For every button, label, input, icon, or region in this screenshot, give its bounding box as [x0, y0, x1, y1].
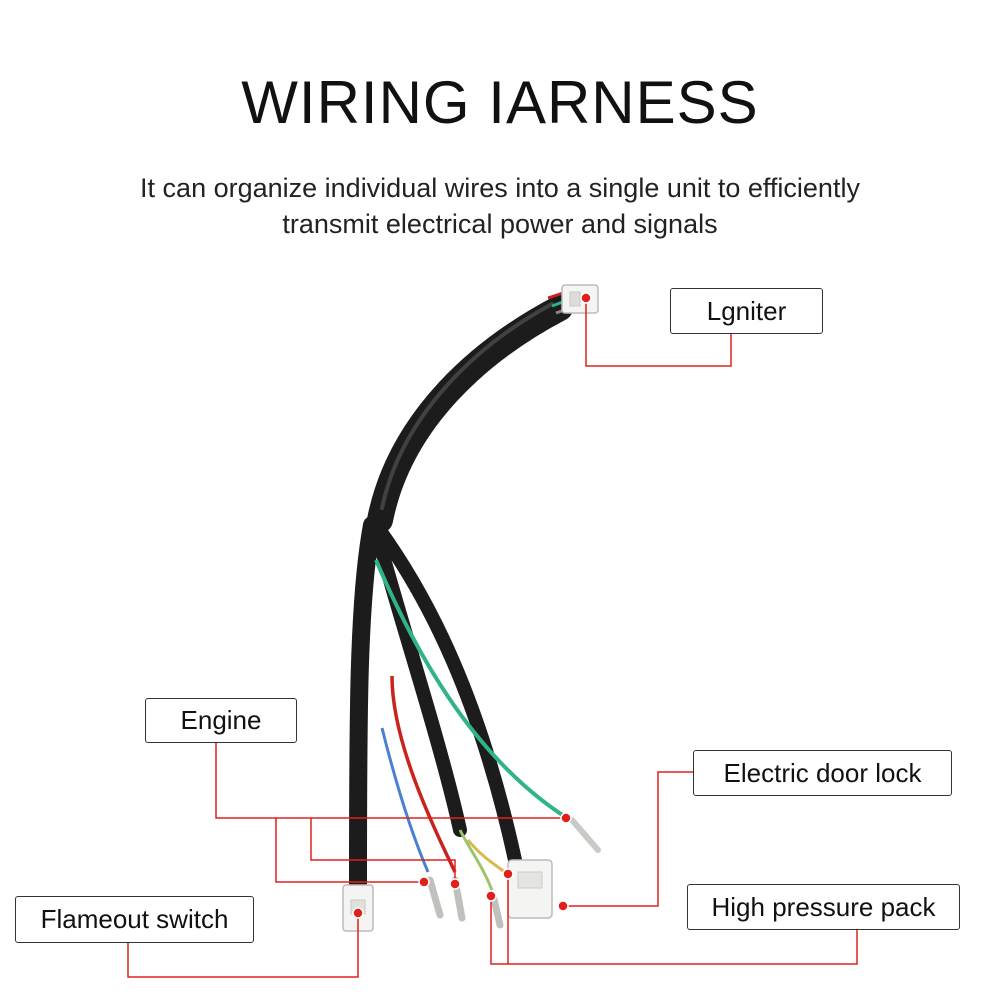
blue-wire: [380, 727, 430, 873]
subtitle-line-2: transmit electrical power and signals: [282, 209, 718, 239]
leader-igniter: [585, 298, 732, 367]
marker-red-terminal: [449, 878, 461, 890]
leader-engine-2: [275, 818, 424, 883]
label-high-pressure-pack: High pressure pack: [687, 884, 960, 930]
leader-lines: [127, 298, 858, 978]
yellow-wire: [466, 839, 506, 874]
main-sheath: [367, 295, 573, 533]
label-igniter: Lgniter: [670, 288, 823, 334]
marker-dots: [352, 292, 592, 919]
terminal-blue: [426, 876, 444, 919]
marker-blue-terminal: [418, 876, 430, 888]
high-pressure-connector-slot: [517, 871, 543, 889]
igniter-connector-slot: [569, 291, 581, 307]
page-subtitle: It can organize individual wires into a …: [80, 170, 920, 242]
green-wire: [374, 559, 577, 825]
label-engine: Engine: [145, 698, 297, 743]
label-flameout-switch: Flameout switch: [15, 896, 254, 943]
yellow-green-wire: [458, 829, 494, 891]
leader-door-lock: [563, 771, 693, 907]
flameout-branch-sheath: [349, 516, 381, 894]
leader-engine-3: [310, 818, 456, 884]
leader-flameout: [127, 913, 359, 978]
leader-engine-1: [215, 743, 566, 819]
right-branch-sheath: [371, 521, 522, 867]
marker-high-pressure-2: [502, 868, 514, 880]
page-title: WIRING IARNESS: [241, 69, 759, 136]
middle-branch-sheath: [369, 523, 467, 837]
marker-igniter: [580, 292, 592, 304]
label-electric-door-lock: Electric door lock: [693, 750, 952, 796]
green-wire-terminal: [569, 817, 601, 853]
main-sheath-highlight: [380, 302, 554, 510]
leader-high-pressure: [490, 896, 858, 965]
red-wire: [390, 675, 457, 873]
marker-high-pressure: [485, 890, 497, 902]
high-pressure-connector: [507, 859, 553, 919]
marker-flameout: [352, 907, 364, 919]
marker-door-lock: [557, 900, 569, 912]
marker-green-terminal: [560, 812, 572, 824]
subtitle-line-1: It can organize individual wires into a …: [140, 173, 860, 203]
